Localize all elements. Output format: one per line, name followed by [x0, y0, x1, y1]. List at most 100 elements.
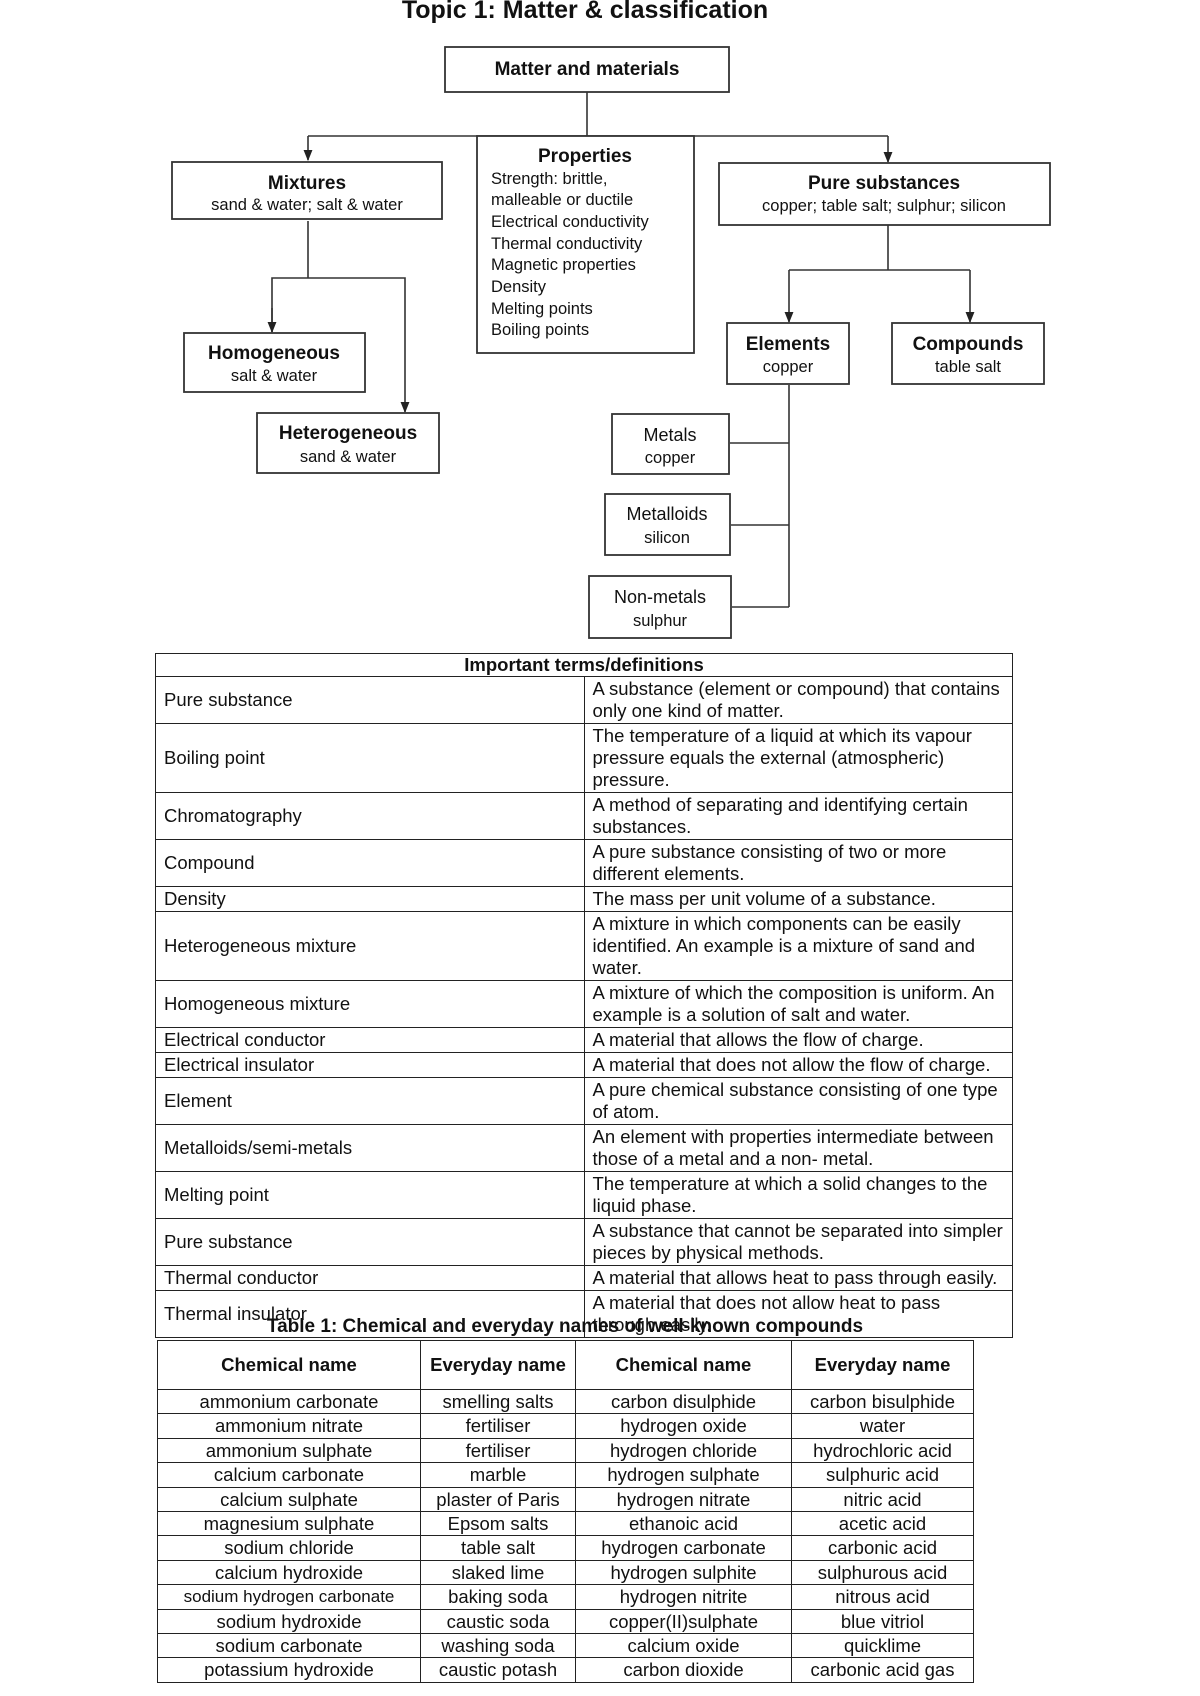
- property-item: Electrical conductivity: [491, 213, 649, 231]
- elements-title: Elements: [746, 334, 830, 355]
- box-mixtures: [171, 161, 443, 220]
- column-header: Chemical name: [575, 1340, 792, 1390]
- term-cell: Boiling point: [155, 723, 585, 793]
- metals-sub: copper: [645, 449, 696, 467]
- table-cell: carbonic acid gas: [791, 1657, 974, 1683]
- table-cell: baking soda: [420, 1584, 576, 1610]
- table-cell: carbonic acid: [791, 1535, 974, 1561]
- term-cell: Compound: [155, 839, 585, 887]
- root-label: Matter and materials: [495, 59, 680, 80]
- table-cell: ammonium sulphate: [157, 1437, 421, 1464]
- table-cell: ammonium nitrate: [157, 1413, 421, 1439]
- property-item: Strength: brittle,: [491, 170, 607, 188]
- table-cell: hydrogen oxide: [575, 1413, 792, 1439]
- table-cell: hydrogen chloride: [575, 1437, 792, 1464]
- mixtures-title: Mixtures: [268, 173, 346, 194]
- property-item: Magnetic properties: [491, 256, 636, 274]
- column-header: Chemical name: [157, 1340, 421, 1390]
- page-title: Topic 1: Matter & classification: [401, 0, 769, 24]
- term-cell: Pure substance: [155, 1218, 585, 1266]
- table-cell: plaster of Paris: [420, 1486, 576, 1513]
- table-cell: caustic soda: [420, 1608, 576, 1635]
- box-matter-materials: [444, 46, 730, 93]
- heterogeneous-sub: sand & water: [300, 448, 397, 466]
- table-cell: hydrogen sulphite: [575, 1559, 792, 1586]
- compounds-title: Compounds: [913, 334, 1024, 355]
- table-cell: sodium chloride: [157, 1535, 421, 1561]
- table-cell: calcium hydroxide: [157, 1559, 421, 1586]
- compounds-table: Chemical name Everyday name Chemical nam…: [157, 1340, 974, 1683]
- definition-cell: A substance that cannot be separated int…: [583, 1218, 1013, 1266]
- box-properties: [476, 135, 695, 354]
- column-header: Everyday name: [420, 1340, 576, 1390]
- term-cell: Pure substance: [155, 676, 585, 724]
- definition-cell: A material that allows heat to pass thro…: [583, 1265, 1013, 1291]
- table-cell: sodium hydroxide: [157, 1608, 421, 1635]
- definition-cell: A material that does not allow heat to p…: [583, 1290, 1013, 1338]
- box-metalloids: [604, 493, 731, 556]
- property-item: Boiling points: [491, 321, 589, 339]
- box-compounds: [891, 322, 1045, 385]
- metalloids-sub: silicon: [644, 529, 690, 547]
- table-cell: hydrogen sulphate: [575, 1462, 792, 1488]
- term-cell: Homogeneous mixture: [155, 980, 585, 1028]
- table-cell: caustic potash: [420, 1657, 576, 1683]
- table-cell: acetic acid: [791, 1511, 974, 1537]
- table-cell: fertiliser: [420, 1413, 576, 1439]
- definition-cell: A pure substance consisting of two or mo…: [583, 839, 1013, 887]
- table-cell: sulphuric acid: [791, 1462, 974, 1488]
- metalloids-title: Metalloids: [626, 504, 707, 524]
- property-item: Melting points: [491, 300, 593, 318]
- table-cell: marble: [420, 1462, 576, 1488]
- table-cell: potassium hydroxide: [157, 1657, 421, 1683]
- property-item: Thermal conductivity: [491, 235, 643, 253]
- compounds-sub: table salt: [935, 358, 1001, 376]
- metals-title: Metals: [643, 425, 696, 445]
- property-item: Density: [491, 278, 547, 296]
- terms-table: Important terms/definitions Pure substan…: [155, 653, 1013, 1338]
- nonmetals-sub: sulphur: [633, 612, 688, 630]
- definition-cell: A material that does not allow the flow …: [583, 1052, 1013, 1078]
- box-metals: [611, 413, 730, 475]
- definition-cell: The temperature of a liquid at which its…: [583, 723, 1013, 793]
- definition-cell: A mixture in which components can be eas…: [583, 911, 1013, 981]
- term-cell: Thermal conductor: [155, 1265, 585, 1291]
- homogeneous-title: Homogeneous: [208, 343, 340, 364]
- table-cell: calcium oxide: [575, 1633, 792, 1659]
- table-cell: carbon bisulphide: [791, 1388, 974, 1415]
- term-cell: Element: [155, 1077, 585, 1125]
- definition-cell: A method of separating and identifying c…: [583, 792, 1013, 840]
- term-cell: Metalloids/semi-metals: [155, 1124, 585, 1172]
- elements-sub: copper: [763, 358, 814, 376]
- table-cell: sodium hydrogen carbonate: [157, 1584, 421, 1610]
- compounds-table-caption: Table 1: Chemical and everyday names of …: [266, 1316, 864, 1337]
- nonmetals-title: Non-metals: [614, 587, 706, 607]
- table-cell: carbon disulphide: [575, 1388, 792, 1415]
- table-cell: hydrogen nitrite: [575, 1584, 792, 1610]
- table-cell: hydrogen carbonate: [575, 1535, 792, 1561]
- column-header: Everyday name: [791, 1340, 974, 1390]
- definition-cell: A substance (element or compound) that c…: [583, 676, 1013, 724]
- table-cell: water: [791, 1413, 974, 1439]
- classification-diagram: Matter and materials Properties Strength…: [171, 46, 1051, 639]
